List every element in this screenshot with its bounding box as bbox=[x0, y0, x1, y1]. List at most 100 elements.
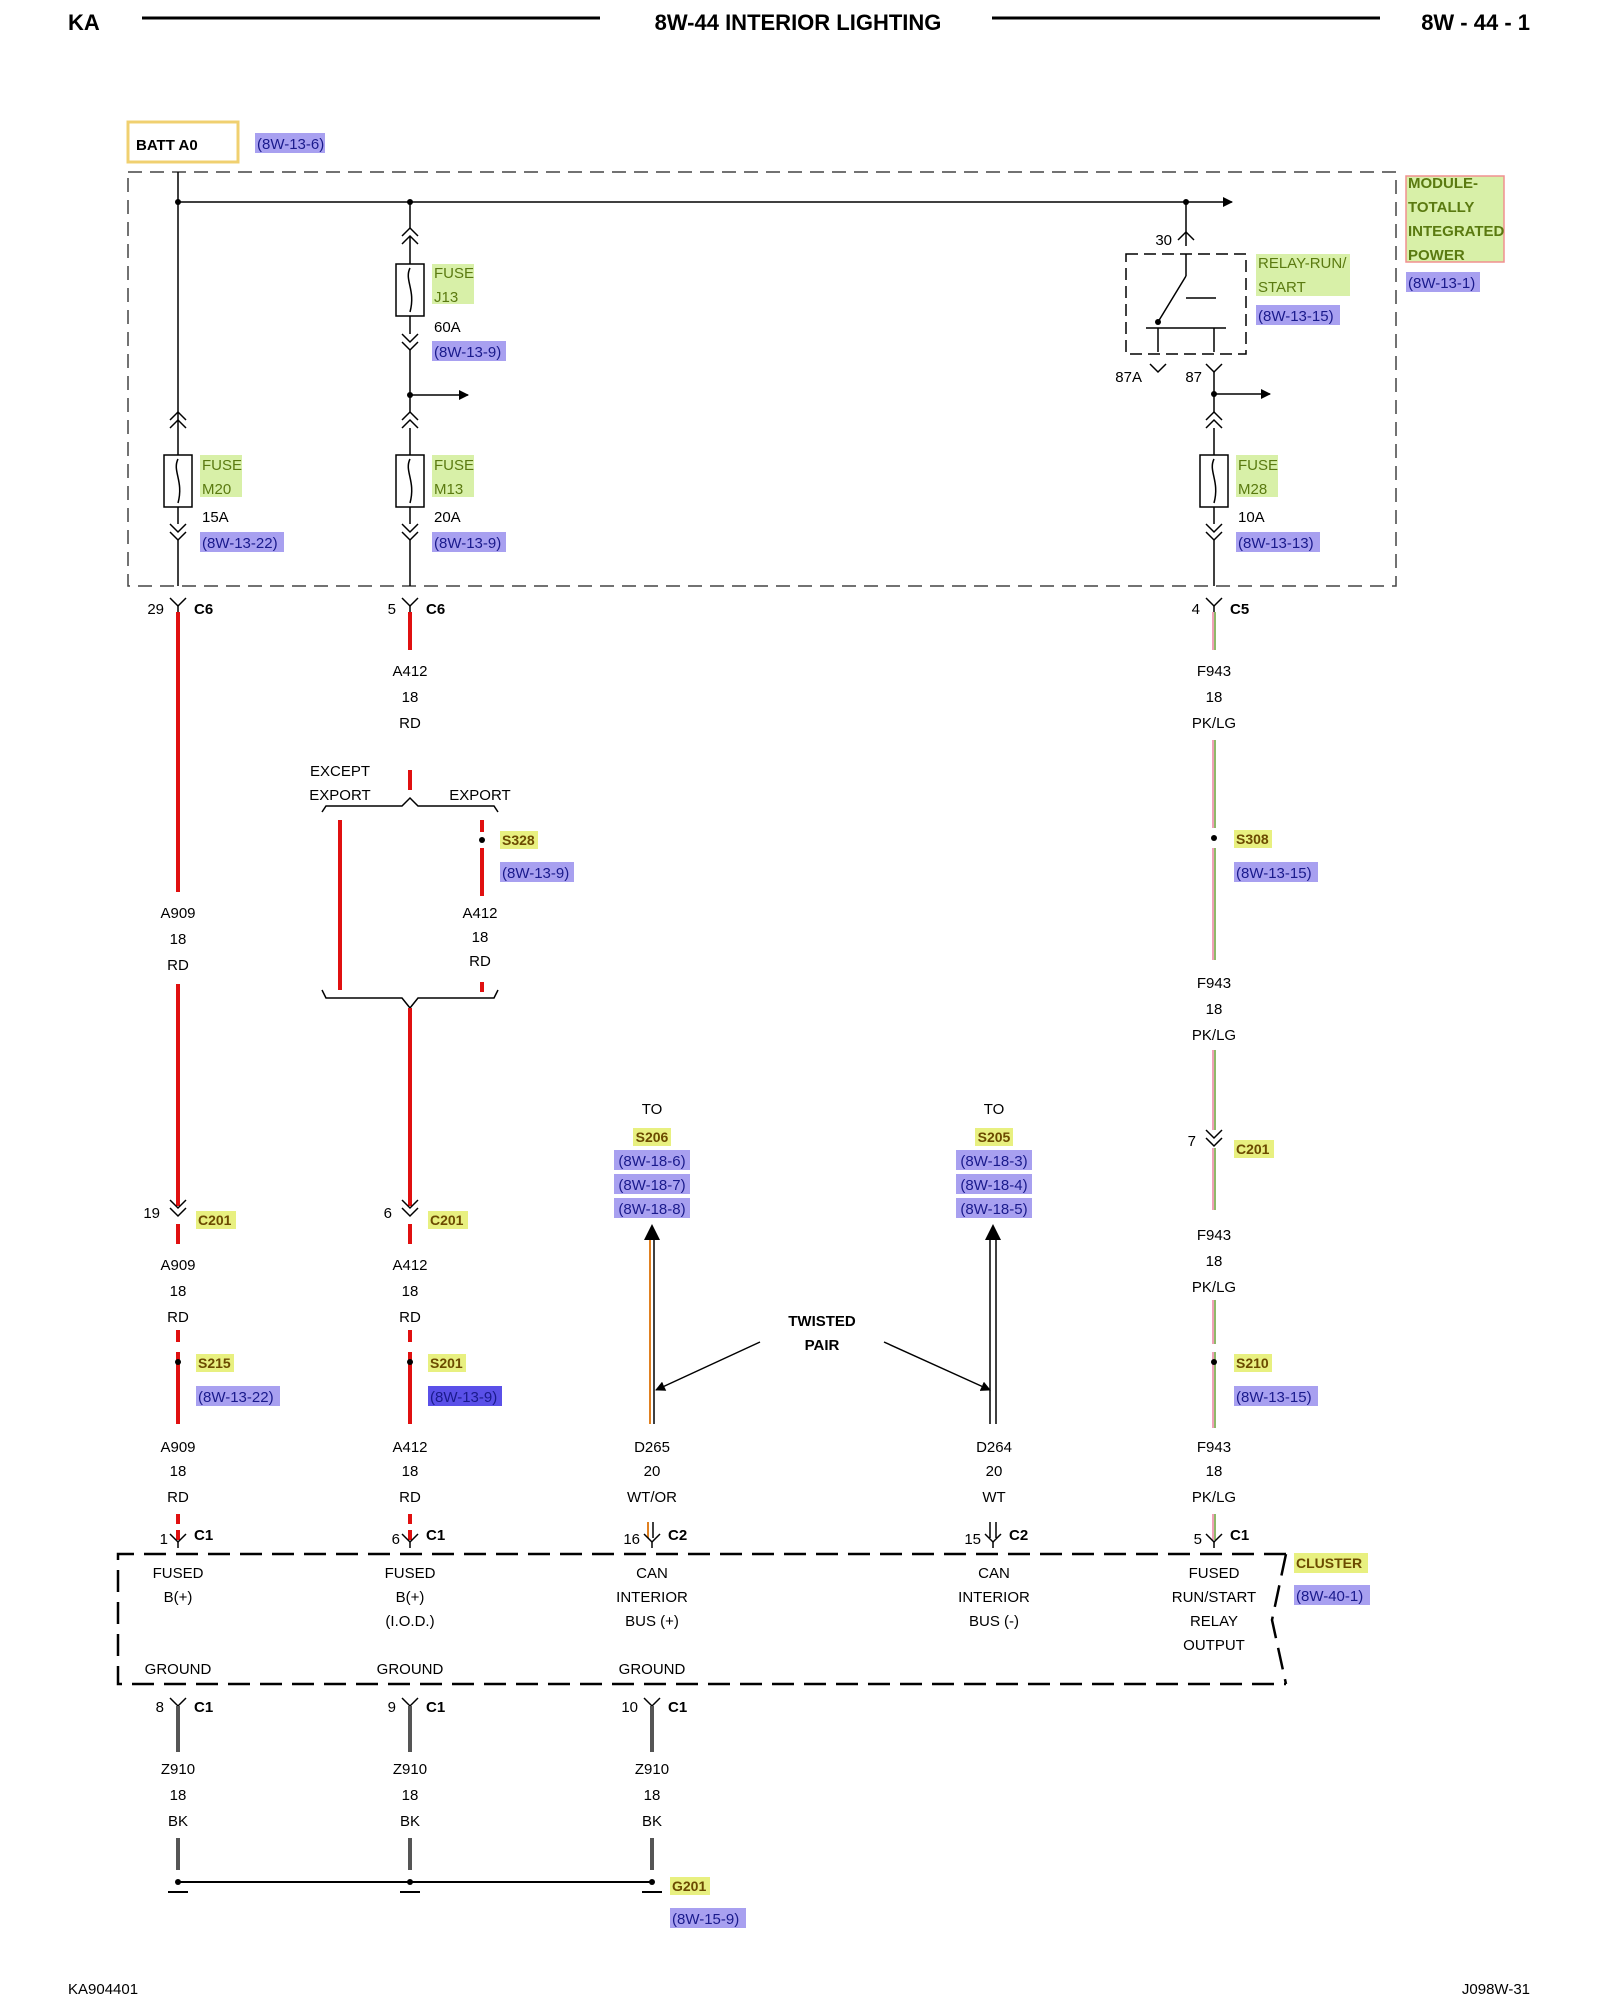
relay-ref[interactable]: (8W-13-15) bbox=[1258, 308, 1334, 325]
wire-f943-bot-gauge: 18 bbox=[1206, 1463, 1223, 1480]
cluster-conn-pin-5: 5 bbox=[1194, 1531, 1202, 1548]
fuse-m13-ref-bg bbox=[432, 532, 506, 552]
ground-conn-name-1: C1 bbox=[194, 1699, 213, 1716]
wire-z910-1-color: BK bbox=[168, 1813, 188, 1830]
fuse-m20-label-bg bbox=[200, 455, 242, 497]
wire-a909-c201-id: A909 bbox=[160, 1257, 195, 1274]
c201-name-1: C201 bbox=[198, 1212, 232, 1228]
to-s206-ref1-bg bbox=[614, 1150, 690, 1170]
wire-d265-id: D265 bbox=[634, 1439, 670, 1456]
to-s206-ref-1[interactable]: (8W-18-6) bbox=[618, 1153, 685, 1170]
relay-contact bbox=[1155, 319, 1161, 325]
cluster-conn-pin-1: 1 bbox=[160, 1531, 168, 1548]
cluster-name-bg bbox=[1294, 1553, 1368, 1573]
cluster-pin4-line-3: BUS (-) bbox=[969, 1613, 1019, 1630]
twisted-pair-line-2: PAIR bbox=[805, 1337, 840, 1354]
fuse-m13-label-bg bbox=[432, 455, 474, 497]
bus-node-2 bbox=[407, 199, 413, 205]
cluster-conn-pin-16: 16 bbox=[623, 1531, 640, 1548]
to-s206-ref-2[interactable]: (8W-18-7) bbox=[618, 1177, 685, 1194]
wire-a412-bot-gauge: 18 bbox=[402, 1463, 419, 1480]
fuse-m20-line-1: FUSE bbox=[202, 457, 242, 474]
splice-s328-bg bbox=[500, 831, 538, 849]
fuse-j13-ref-bg bbox=[432, 341, 506, 361]
fuse-m28-ref-bg bbox=[1236, 532, 1320, 552]
to-s205-ref-2[interactable]: (8W-18-4) bbox=[960, 1177, 1027, 1194]
splice-s201-dot bbox=[407, 1359, 413, 1365]
fuse-m20-ref[interactable]: (8W-13-22) bbox=[202, 535, 278, 552]
cluster-pin5-line-1: FUSED bbox=[1189, 1565, 1240, 1582]
wire-a412-export-color: RD bbox=[469, 953, 491, 970]
batt-ref[interactable]: (8W-13-6) bbox=[257, 136, 324, 153]
to-s205-to: TO bbox=[984, 1101, 1005, 1118]
splice-s308-bg bbox=[1234, 830, 1272, 848]
to-s206-ref2-bg bbox=[614, 1174, 690, 1194]
splice-s210-dot bbox=[1211, 1359, 1217, 1365]
wire-a412-top-gauge: 18 bbox=[402, 689, 419, 706]
c201-2-bg bbox=[428, 1211, 468, 1229]
batt-box bbox=[126, 120, 240, 164]
wire-f943-c201-gauge: 18 bbox=[1206, 1253, 1223, 1270]
wire-z910-1-gauge: 18 bbox=[170, 1787, 187, 1804]
ground-conn-name-2: C1 bbox=[426, 1699, 445, 1716]
c201-pin-6: 6 bbox=[384, 1205, 392, 1222]
wire-d265-gauge: 20 bbox=[644, 1463, 661, 1480]
cluster-ground-1: GROUND bbox=[145, 1661, 212, 1678]
wire-f943-top-id: F943 bbox=[1197, 663, 1231, 680]
s206-arrow bbox=[644, 1224, 660, 1240]
to-s205-ref-1[interactable]: (8W-18-3) bbox=[960, 1153, 1027, 1170]
fuse-j13-ref[interactable]: (8W-13-9) bbox=[434, 344, 501, 361]
cluster-pin2-line-1: FUSED bbox=[385, 1565, 436, 1582]
cluster-ref[interactable]: (8W-40-1) bbox=[1296, 1588, 1363, 1605]
ground-node-2 bbox=[407, 1879, 413, 1885]
twisted-pair-arrow-right bbox=[883, 1341, 991, 1391]
to-s205-ref-3[interactable]: (8W-18-5) bbox=[960, 1201, 1027, 1218]
to-s206-ref-3[interactable]: (8W-18-8) bbox=[618, 1201, 685, 1218]
footer-right: J098W-31 bbox=[1462, 1981, 1530, 1998]
wire-f943-top-color: PK/LG bbox=[1192, 715, 1236, 732]
wire-f943-mid-gauge: 18 bbox=[1206, 1001, 1223, 1018]
fuse-m13-amp: 20A bbox=[434, 509, 461, 526]
c201-name-2: C201 bbox=[430, 1212, 464, 1228]
splice-s215-ref[interactable]: (8W-13-22) bbox=[198, 1389, 274, 1406]
wire-a909-bot-color: RD bbox=[167, 1489, 189, 1506]
relay-symbol bbox=[1125, 230, 1271, 429]
can-bus-wires bbox=[647, 1236, 997, 1538]
to-s205-name: S205 bbox=[978, 1129, 1011, 1145]
g201-ref-bg bbox=[670, 1908, 746, 1928]
cluster-ground-2: GROUND bbox=[377, 1661, 444, 1678]
c201-3-bg bbox=[1234, 1140, 1274, 1158]
c201-pin-7: 7 bbox=[1188, 1133, 1196, 1150]
tipm-ref[interactable]: (8W-13-1) bbox=[1408, 275, 1475, 292]
splice-s308-ref[interactable]: (8W-13-15) bbox=[1236, 865, 1312, 882]
splice-s201-ref[interactable]: (8W-13-9) bbox=[430, 1389, 497, 1406]
to-s206-bg bbox=[633, 1128, 671, 1146]
relay-output-node bbox=[1211, 391, 1217, 397]
fuse-m13-ref[interactable]: (8W-13-9) bbox=[434, 535, 501, 552]
wire-a412-export-id: A412 bbox=[462, 905, 497, 922]
tipm-line-3: INTEGRATED bbox=[1408, 223, 1505, 240]
export-label: EXPORT bbox=[449, 787, 510, 804]
to-s206-ref3-bg bbox=[614, 1198, 690, 1218]
wire-f943-mid-color: PK/LG bbox=[1192, 1027, 1236, 1044]
fuse-m28-ref[interactable]: (8W-13-13) bbox=[1238, 535, 1314, 552]
c201-name-3: C201 bbox=[1236, 1141, 1270, 1157]
splice-s210-ref[interactable]: (8W-13-15) bbox=[1236, 1389, 1312, 1406]
c201-pin-19: 19 bbox=[143, 1205, 160, 1222]
cluster-pin3-line-3: BUS (+) bbox=[625, 1613, 679, 1630]
red-wires bbox=[176, 612, 484, 1540]
cluster-conn-name-1: C1 bbox=[194, 1527, 213, 1544]
conn-c6-pin-5: 5 bbox=[388, 601, 396, 618]
splice-s328-ref[interactable]: (8W-13-9) bbox=[502, 865, 569, 882]
fuse-m20-amp: 15A bbox=[202, 509, 229, 526]
wire-a909-c201-color: RD bbox=[167, 1309, 189, 1326]
wire-z910-1-id: Z910 bbox=[161, 1761, 195, 1778]
splice-s328-ref-bg bbox=[500, 862, 574, 882]
splice-s215-name: S215 bbox=[198, 1355, 231, 1371]
g201-ref[interactable]: (8W-15-9) bbox=[672, 1911, 739, 1928]
cluster-name: CLUSTER bbox=[1296, 1555, 1362, 1571]
wire-a909-mid-color: RD bbox=[167, 957, 189, 974]
variant-merge-brace bbox=[321, 989, 499, 1010]
splice-s308-ref-bg bbox=[1234, 862, 1318, 882]
except-export-line-2: EXPORT bbox=[309, 787, 370, 804]
